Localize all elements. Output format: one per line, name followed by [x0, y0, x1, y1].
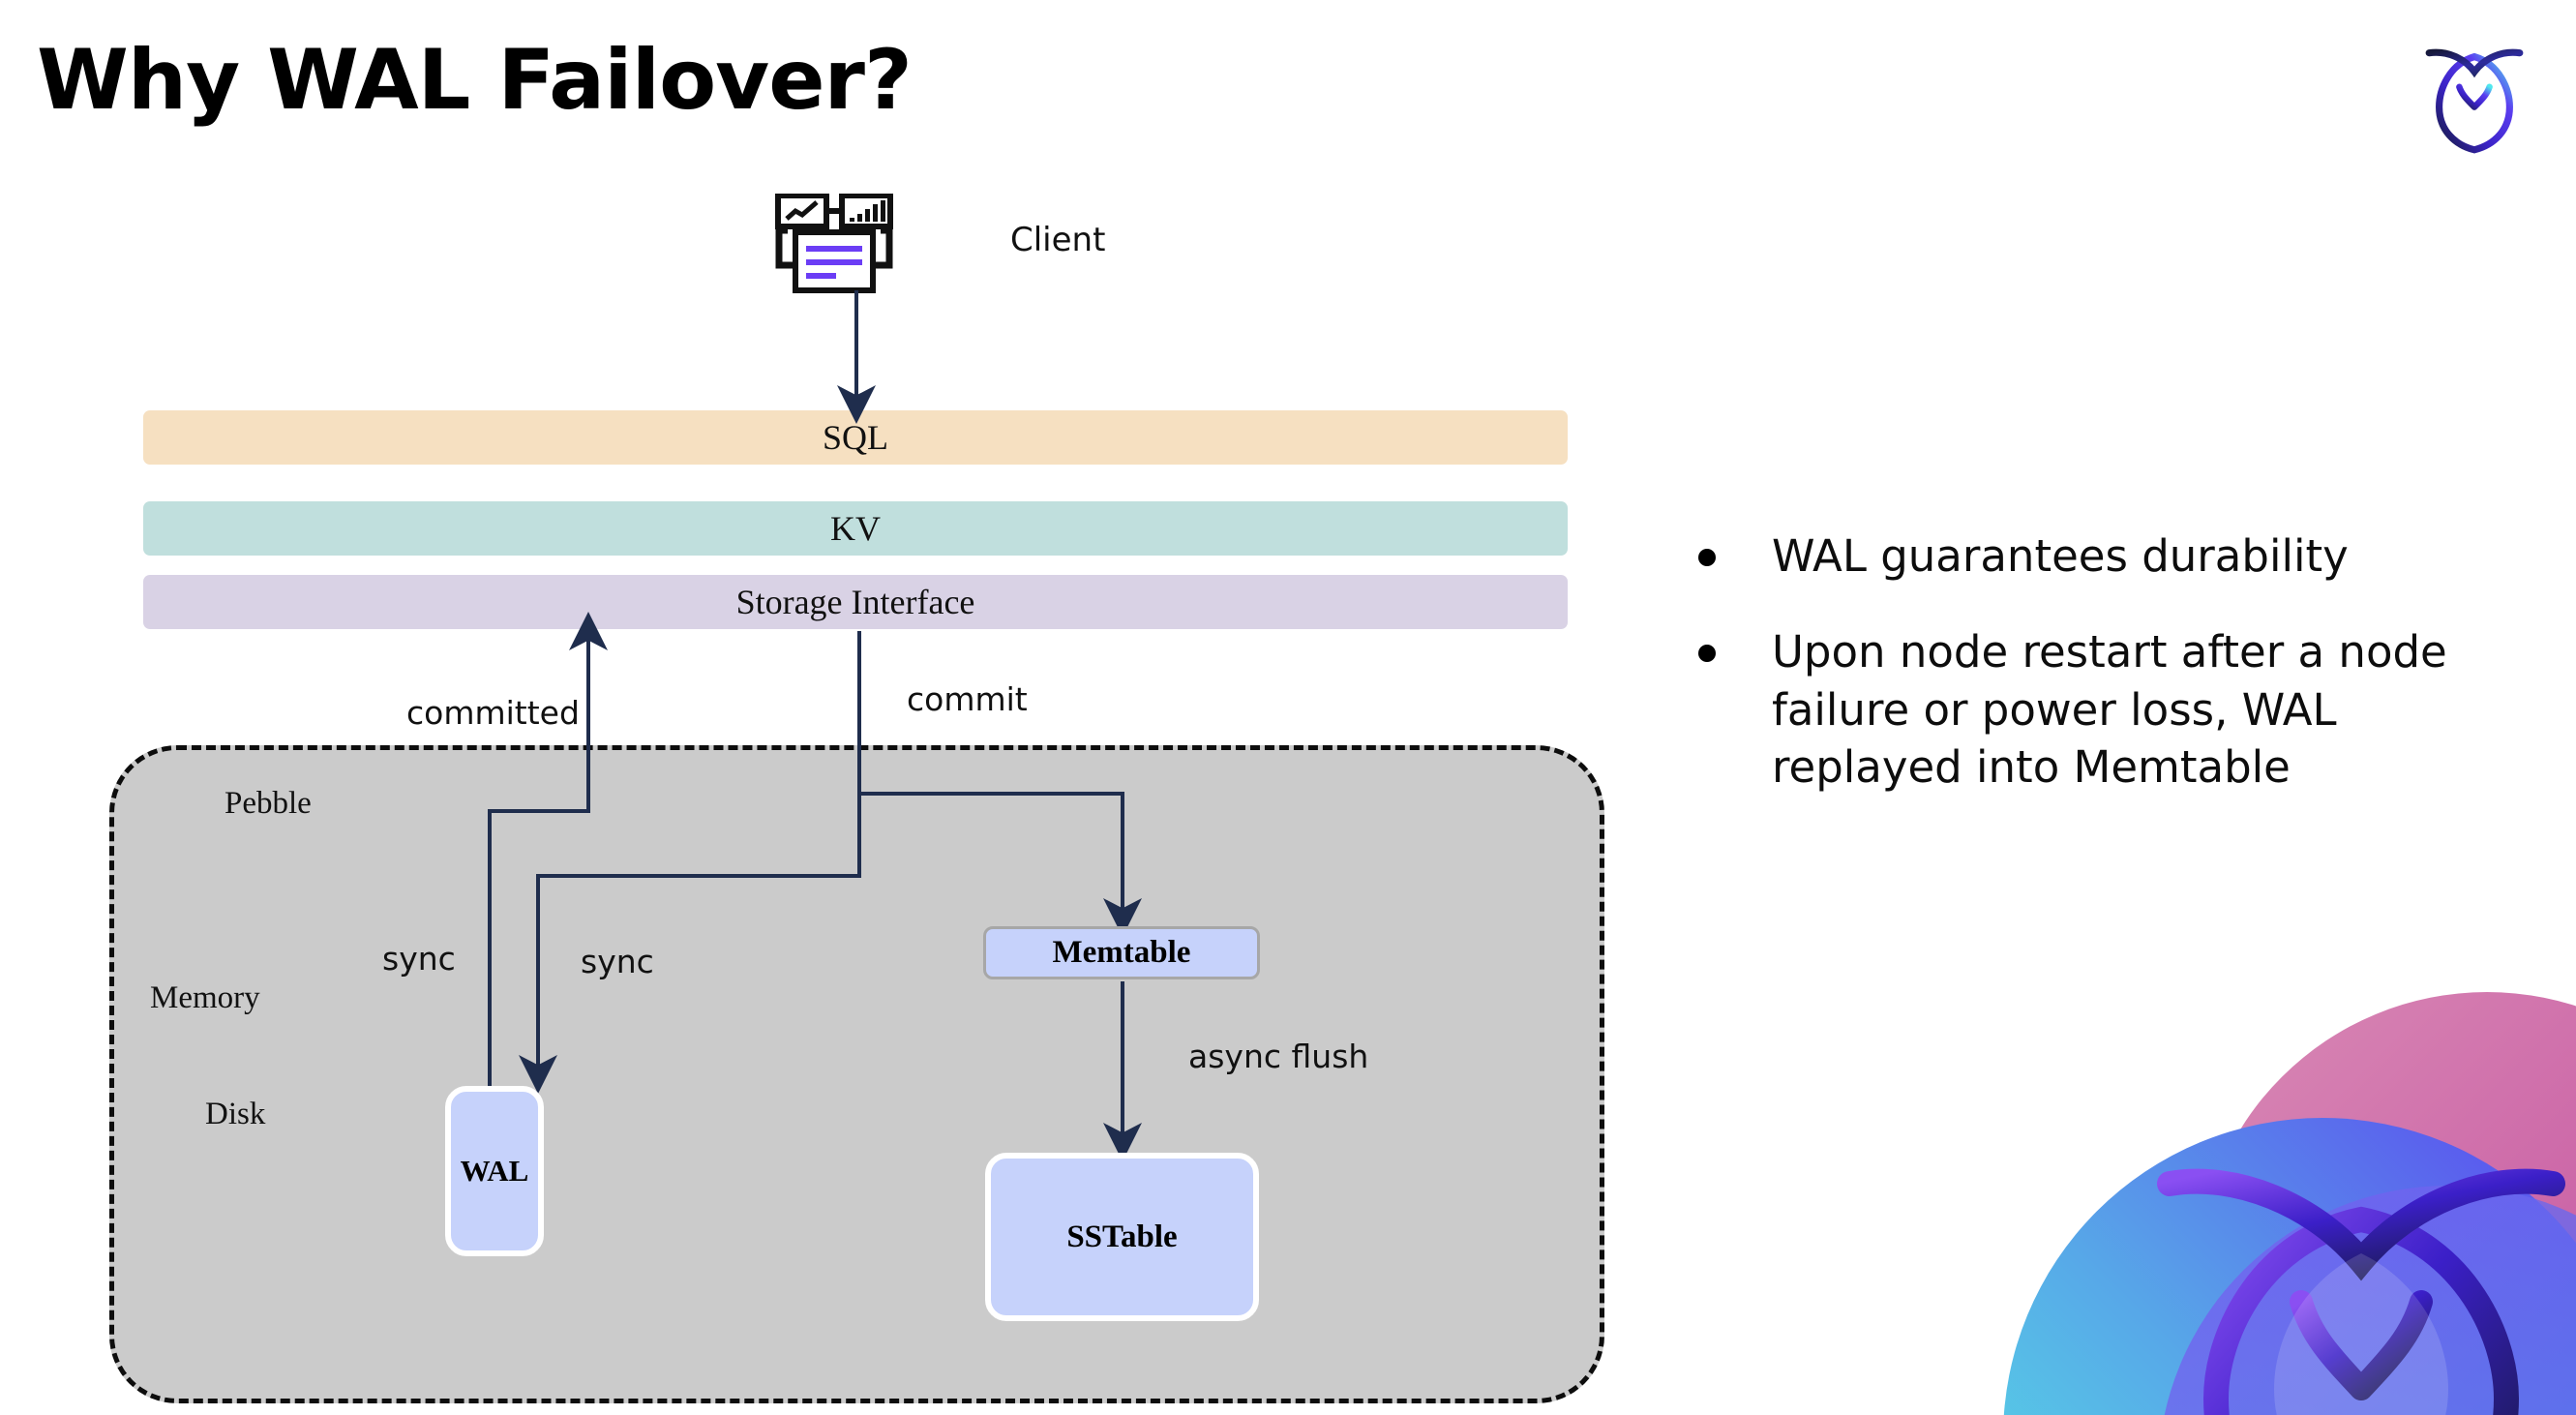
edge-label-sync-right: sync — [581, 943, 654, 980]
layer-bar-storage-label: Storage Interface — [735, 583, 975, 621]
list-item: Upon node restart after a node failure o… — [1698, 623, 2531, 796]
layer-bar-sql: SQL — [143, 410, 1568, 465]
layer-bar-sql-label: SQL — [822, 418, 888, 457]
node-wal-label: WAL — [460, 1154, 529, 1188]
node-sstable-label: SSTable — [1066, 1219, 1178, 1254]
list-item: WAL guarantees durability — [1698, 527, 2531, 585]
cockroachdb-logo — [2411, 29, 2537, 155]
client-terminal-icon — [774, 193, 939, 300]
disk-label: Disk — [205, 1097, 266, 1131]
node-wal: WAL — [445, 1086, 544, 1256]
client-label: Client — [1010, 221, 1106, 259]
layer-bar-kv: KV — [143, 501, 1568, 556]
page-title: Why WAL Failover? — [37, 32, 913, 129]
node-sstable: SSTable — [985, 1153, 1259, 1321]
bullet-text: Upon node restart after a node failure o… — [1772, 626, 2447, 794]
decorative-logo-motif — [1945, 934, 2576, 1415]
edge-label-committed: committed — [406, 694, 580, 732]
layer-bar-storage-interface: Storage Interface — [143, 575, 1568, 629]
node-memtable-label: Memtable — [1052, 935, 1191, 970]
bullet-dot-icon — [1698, 549, 1716, 566]
pebble-label: Pebble — [225, 786, 312, 821]
edge-label-sync-left: sync — [382, 940, 456, 978]
bullet-list: WAL guarantees durability Upon node rest… — [1698, 527, 2531, 835]
bullet-text: WAL guarantees durability — [1772, 530, 2349, 582]
edge-label-async-flush: async flush — [1188, 1038, 1369, 1075]
node-memtable: Memtable — [983, 926, 1260, 979]
bullet-dot-icon — [1698, 645, 1716, 663]
pebble-container — [109, 745, 1604, 1403]
edge-label-commit: commit — [907, 680, 1028, 718]
memory-label: Memory — [150, 980, 260, 1015]
layer-bar-kv-label: KV — [830, 509, 881, 548]
